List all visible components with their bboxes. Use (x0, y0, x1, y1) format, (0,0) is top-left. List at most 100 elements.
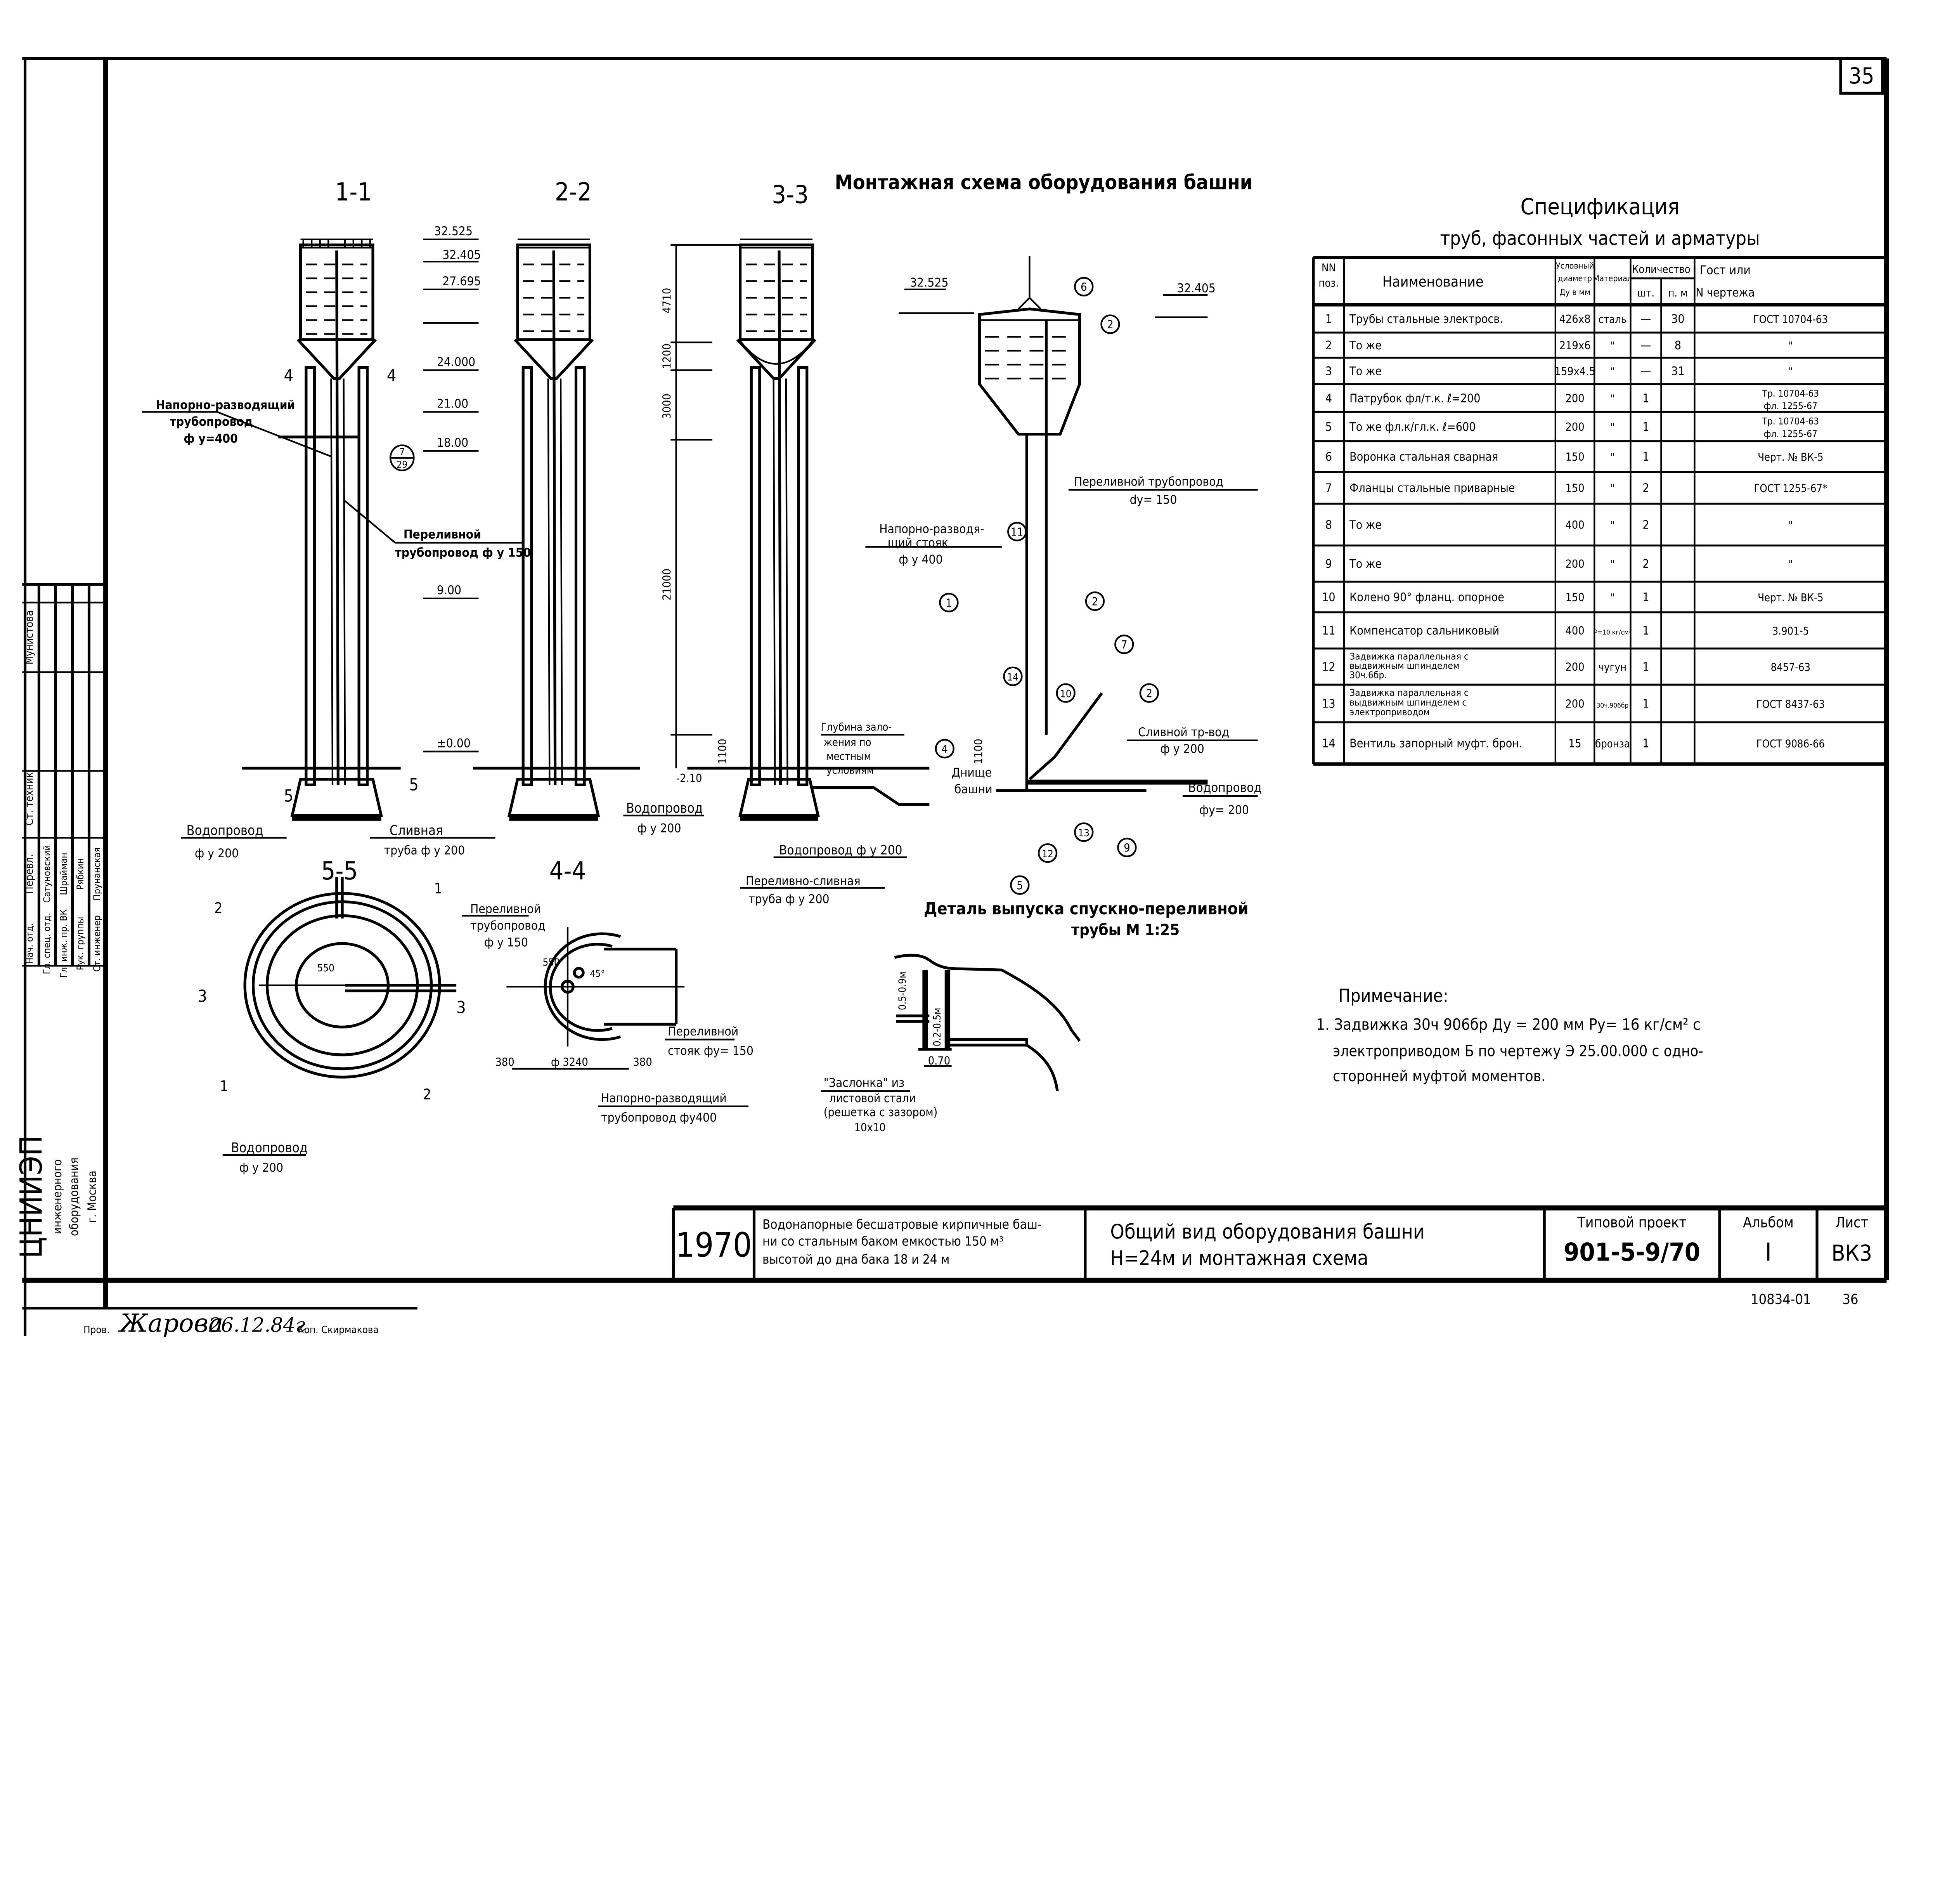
svg-text:2: 2 (1107, 318, 1113, 331)
cell-diameter: 200 (1565, 697, 1584, 710)
checked-label: Пров. (83, 1324, 109, 1336)
water-main-label: ф у 200 (195, 846, 239, 860)
dimension-label: 1100 (716, 739, 729, 764)
cell-diameter: 200 (1565, 392, 1584, 405)
year: 1970 (676, 1226, 752, 1265)
elevation-label: 32.525 (434, 224, 473, 238)
checked-date: 26.12.84г (208, 1314, 305, 1337)
specification-table: Спецификация труб, фасонных частей и арм… (1312, 194, 1888, 766)
cell-standard: Тр. 10704-63 (1762, 416, 1819, 427)
stamp-org: г. Москва (85, 1170, 99, 1223)
outlet-detail: Деталь выпуска спускно-переливной трубы … (821, 899, 1249, 1134)
section-2-2: 2-2 Водопровод ф у 200 (473, 177, 704, 835)
overflow-riser-label: стояк фу= 150 (668, 1044, 753, 1058)
cut-mark: 4 (284, 366, 294, 385)
sheet-label: Лист (1835, 1214, 1868, 1231)
overflow-pipe-label: ф у 150 (484, 935, 528, 949)
elevation-label: 18.00 (437, 436, 468, 450)
cell-pos: 14 (1322, 737, 1335, 751)
svg-text:14: 14 (1007, 671, 1019, 683)
flap-note: листовой стали (829, 1092, 916, 1105)
cut-mark: 5 (409, 775, 419, 795)
stamp-org: инженерного (51, 1159, 64, 1234)
cell-diameter: 200 (1565, 557, 1584, 571)
note-line: 1. Задвижка 30ч 906бр Ду = 200 мм Ру= 16… (1316, 1016, 1701, 1034)
cell-name: Вентиль запорный муфт. брон. (1349, 737, 1522, 751)
dimension-label: 21000 (660, 569, 673, 600)
cell-name: Задвижка параллельная с (1349, 651, 1469, 662)
header-material: Материал (1593, 274, 1632, 283)
water-main-label: фу= 200 (1199, 803, 1249, 817)
water-main-label: Водопровод (1188, 780, 1262, 795)
section-label: 1-1 (335, 177, 372, 206)
cell-standard: 8457-63 (1771, 661, 1810, 673)
section-3-3: 3-3 4710 1200 3000 21000 1100 (660, 180, 930, 906)
cell-name: То же фл.к/гл.к. ℓ=600 (1349, 420, 1476, 434)
header-qty-pcs: шт. (1637, 287, 1655, 299)
stamp-role: Ст. инженер (91, 915, 102, 972)
stamp-role: Перевл. (24, 854, 36, 894)
depth-note: местным (826, 751, 871, 763)
cell-material: " (1610, 421, 1614, 434)
dimension-label: 550 (317, 962, 334, 974)
cell-standard: Черт. № ВК-5 (1758, 592, 1823, 604)
cell-name: Воронка стальная сварная (1349, 450, 1498, 464)
overflow-pipe-label: Переливной (404, 528, 481, 542)
svg-text:29: 29 (397, 459, 407, 470)
cell-qty-pcs: 1 (1642, 624, 1649, 638)
stamp-name: Шрайман (58, 853, 69, 895)
drain-pipe-label: Сливной тр-вод (1138, 725, 1229, 739)
page-number-box: 35 (1839, 57, 1884, 95)
cut-label: 3 (197, 987, 207, 1006)
flap-note: (решетка с зазором) (824, 1106, 938, 1119)
pressure-pipe-label: Напорно-разводящий (601, 1091, 727, 1105)
cell-pos: 9 (1325, 557, 1332, 571)
section-label: 5-5 (321, 857, 358, 886)
header-qty-m: п. м (1668, 287, 1687, 299)
drawing-title: Общий вид оборудования башни (1110, 1220, 1425, 1243)
cell-material: " (1610, 520, 1614, 532)
depth-note: жения по (824, 737, 871, 749)
dimension-label: 380 (633, 1056, 652, 1069)
drain-pipe-label: труба ф у 200 (384, 844, 465, 858)
cell-name: выдвижным шпинделем (1349, 660, 1459, 671)
cell-qty-pcs: 1 (1642, 697, 1649, 711)
header-diameter: Условный (1556, 261, 1594, 271)
cell-pos: 7 (1325, 482, 1332, 495)
flap-note: 10x10 (854, 1121, 886, 1134)
stamp-name: Сатуновский (41, 845, 52, 903)
riser-label: ф у 400 (899, 553, 942, 567)
cell-name: выдвижным шпинделем с (1349, 697, 1467, 708)
cell-diameter: 400 (1565, 624, 1584, 637)
project-number: 901-5-9/70 (1564, 1238, 1700, 1267)
section-1-1: 1-1 (142, 177, 531, 860)
section-label: 3-3 (772, 180, 809, 210)
section-4-4: 4-4 550 45° 380 ф 3240 380 Переливной ст… (495, 857, 753, 1125)
cell-pos: 13 (1322, 697, 1335, 711)
pressure-pipe-label: трубопровод фу400 (601, 1111, 717, 1125)
dimension-label: 0.2-0.5м (932, 1007, 943, 1046)
overflow-drain-label: Переливно-сливная (746, 874, 861, 888)
stamp-role: Рук. группы (74, 917, 86, 970)
cell-standard: ГОСТ 8437-63 (1756, 698, 1825, 710)
cell-standard: " (1788, 340, 1793, 352)
svg-text:10: 10 (1060, 688, 1072, 700)
svg-text:12: 12 (1042, 848, 1053, 860)
cell-qty-pcs: 2 (1642, 482, 1649, 495)
water-main-label: ф у 200 (239, 1161, 283, 1175)
water-main-label: Водопровод (187, 823, 263, 838)
cell-material: 30ч.906бр (1597, 702, 1629, 709)
dimension-label: 45° (590, 968, 605, 979)
cell-pos: 10 (1322, 591, 1335, 604)
album-label: Альбом (1743, 1214, 1794, 1231)
overflow-drain-label: труба ф у 200 (748, 892, 829, 906)
pressure-pipe-label: трубопровод (170, 415, 253, 429)
check-line: Пров. Жарова 26.12.84г Коп. Скирмакова (83, 1309, 379, 1338)
stamp-role: Ст. техник (24, 772, 36, 825)
bottom-label: башни (954, 782, 993, 796)
svg-text:9: 9 (1124, 841, 1130, 854)
stamp-org: оборудования (68, 1157, 81, 1236)
title-block: 1970 Водонапорные бесшатровые кирпичные … (672, 1205, 1887, 1307)
